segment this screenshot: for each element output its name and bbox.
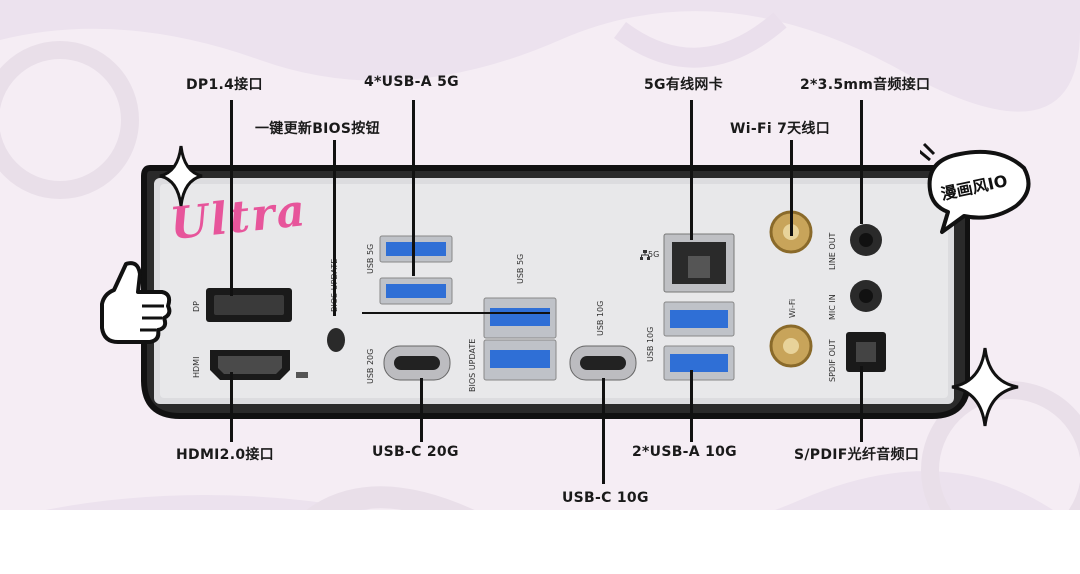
panel-label-line-out: LINE OUT [828, 232, 837, 270]
panel-label-lan-5g: 5G [648, 250, 660, 259]
callout-line-usbc10g [602, 378, 605, 484]
callout-line-wifi [790, 140, 793, 236]
label-usb-c-10g: USB-C 10G [562, 490, 649, 506]
network-icon [640, 250, 650, 260]
io-panel [141, 165, 970, 419]
label-spdif: S/PDIF光纤音频口 [794, 447, 920, 463]
callout-line-hdmi [230, 372, 233, 442]
panel-label-spdif-out: SPDIF OUT [828, 339, 837, 382]
label-dp: DP1.4接口 [186, 77, 263, 93]
label-usb-a-10g: 2*USB-A 10G [632, 444, 737, 460]
callout-line-spdif [860, 366, 863, 442]
label-audio: 2*3.5mm音频接口 [800, 77, 931, 93]
callout-line-dp [230, 100, 233, 296]
callout-line-bios [333, 140, 336, 316]
sparkle-icon [159, 145, 203, 207]
callout-line-usba10g [690, 370, 693, 442]
panel-label-usb-10g-a: USB 10G [596, 300, 605, 336]
panel-label-usb-10g-b: USB 10G [646, 326, 655, 362]
callout-line-lan [690, 100, 693, 240]
callout-bracket-usb5g [362, 300, 550, 314]
label-usb-a-5g: 4*USB-A 5G [364, 74, 459, 90]
callout-line-usb5g [412, 100, 415, 276]
label-usb-c-20g: USB-C 20G [372, 444, 459, 460]
panel-label-mic-in: MIC IN [828, 294, 837, 320]
label-bios-button: 一键更新BIOS按钮 [255, 121, 380, 137]
panel-label-usb-20g: USB 20G [366, 348, 375, 384]
speech-bubble-icon [920, 142, 1031, 234]
thumbs-up-icon [100, 261, 172, 344]
panel-label-hdmi: HDMI [192, 356, 201, 378]
sparkle-icon [951, 347, 1019, 427]
panel-label-dp: DP [192, 301, 201, 312]
label-lan: 5G有线网卡 [644, 77, 724, 93]
panel-label-usb-5g-b: USB 5G [516, 253, 525, 284]
panel-label-bios-update-small: BIOS UPDATE [468, 338, 477, 392]
callout-line-usbc20g [420, 378, 423, 442]
panel-label-usb-5g-a: USB 5G [366, 243, 375, 274]
callout-line-audio [860, 100, 863, 224]
panel-label-wifi: Wi-Fi [788, 298, 797, 318]
label-hdmi: HDMI2.0接口 [176, 447, 274, 463]
label-wifi: Wi-Fi 7天线口 [730, 121, 831, 137]
